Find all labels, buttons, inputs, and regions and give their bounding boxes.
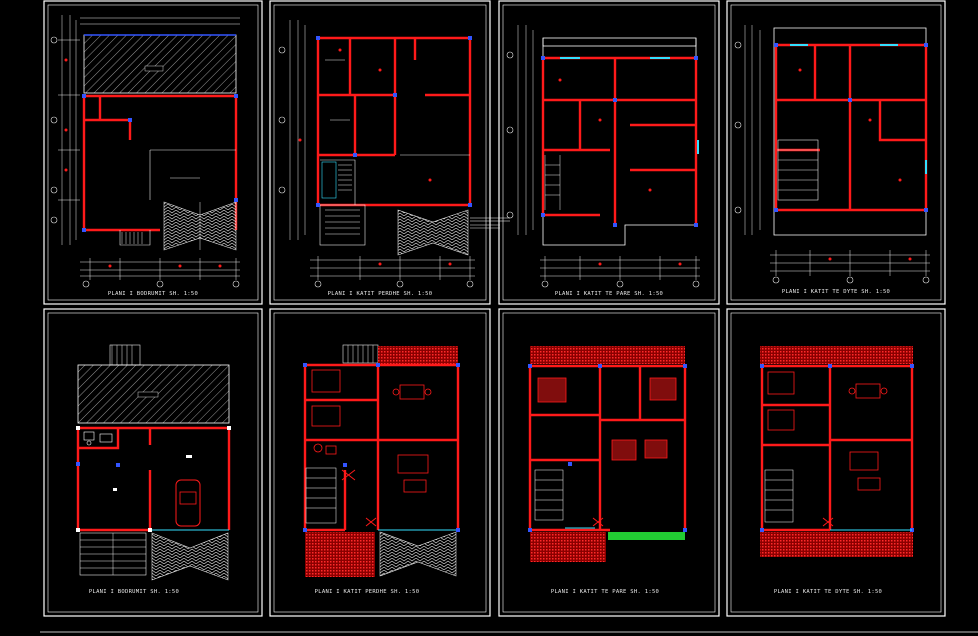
sheet-title-5: PLANI I BODRUMIT SH. 1:50 xyxy=(88,589,180,595)
sheet-title-4: PLANI I KATIT TE DYTE SH. 1:50 xyxy=(781,289,891,295)
plan-basement-technical xyxy=(50,15,240,288)
sheet-frame-2 xyxy=(269,0,491,305)
plan-second-floor-technical xyxy=(734,25,930,284)
sheet-title-3: PLANI I KATIT TE PARE SH. 1:50 xyxy=(554,291,664,297)
plan-ground-floor-technical xyxy=(278,20,500,288)
sheet-frame-6 xyxy=(269,308,491,617)
sheet-title-6: PLANI I KATIT PERDHE SH. 1:50 xyxy=(314,589,420,595)
sheet-title-2: PLANI I KATIT PERDHE SH. 1:50 xyxy=(327,291,433,297)
plan-first-floor-furnished xyxy=(528,346,687,562)
sheet-title-7: PLANI I KATIT TE PARE SH. 1:50 xyxy=(550,589,660,595)
sheet-frame-3 xyxy=(498,0,720,305)
plan-second-floor-furnished xyxy=(760,346,914,557)
sheet-frame-5 xyxy=(43,308,263,617)
plan-first-floor-technical xyxy=(506,25,700,288)
sheet-frames xyxy=(43,0,946,617)
sheet-frame-7 xyxy=(498,308,720,617)
plan-basement-furnished xyxy=(76,344,231,581)
sheet-frame-4 xyxy=(726,0,946,305)
sheet-frame-1 xyxy=(43,0,263,305)
sheet-title-8: PLANI I KATIT TE DYTE SH. 1:50 xyxy=(773,589,883,595)
plan-ground-floor-furnished xyxy=(303,344,460,577)
sheet-title-1: PLANI I BODRUMIT SH. 1:50 xyxy=(107,291,199,297)
sheet-frame-8 xyxy=(726,308,946,617)
